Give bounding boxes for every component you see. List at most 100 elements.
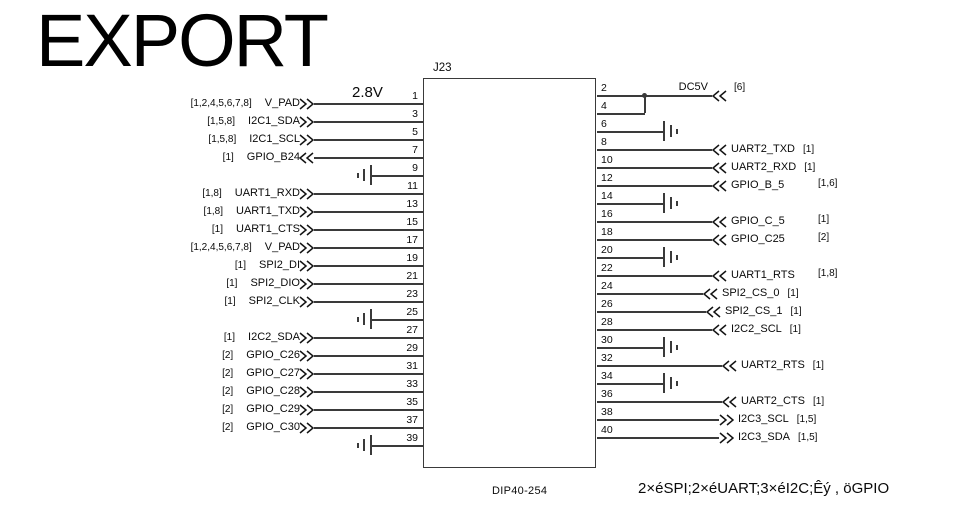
signal-label: GPIO_C27 (246, 367, 300, 379)
ground-symbol (663, 247, 680, 267)
signal-label: SPI2_DI (259, 259, 300, 271)
net-tag: [1] (802, 143, 815, 155)
pin-number: 2 (601, 82, 607, 94)
ground-bar (663, 373, 665, 393)
pin-wire (597, 329, 712, 331)
pin-wire (597, 113, 645, 115)
port-arrow-right-icon (299, 295, 315, 308)
pin-number: 4 (601, 100, 607, 112)
pin-number: 6 (601, 118, 607, 130)
pin-number: 27 (406, 324, 418, 336)
port-arrow-right-icon (719, 431, 735, 444)
signal-row: SPI2_CS_1[1] (725, 303, 963, 319)
pin-wire (597, 383, 663, 385)
net-tag: [1,5,8] (208, 133, 237, 145)
port-arrow-right-icon (299, 367, 315, 380)
connector-body (423, 78, 596, 468)
pin-number: 20 (601, 244, 613, 256)
pin-number: 14 (601, 190, 613, 202)
ground-bar (370, 309, 372, 329)
pin-number: 36 (601, 388, 613, 400)
pin-wire (597, 365, 722, 367)
port-arrow-right-icon (299, 385, 315, 398)
net-tag: [1] (812, 359, 824, 371)
pin-wire (597, 311, 706, 313)
schematic-title: EXPORT (36, 0, 329, 82)
pin-wire (597, 275, 712, 277)
port-arrow-right-icon (299, 331, 315, 344)
ground-bar (370, 165, 372, 185)
ground-bar (363, 169, 365, 181)
port-arrow-right-icon (299, 349, 315, 362)
port-arrow-right-icon (299, 241, 315, 254)
pin-number: 1 (412, 90, 418, 102)
pin-wire (314, 337, 423, 339)
net-tag: [2] (222, 349, 234, 361)
ground-bar (663, 247, 665, 267)
signal-label: UART2_TXD (731, 143, 795, 155)
signal-row: I2C3_SCL [1,5] (738, 411, 963, 427)
signal-label: GPIO_B_5 (731, 179, 785, 191)
pin-wire (314, 427, 423, 429)
junction-dot (642, 93, 647, 98)
ground-bar (363, 313, 365, 325)
signal-row: [1]SPI2_DI (100, 257, 300, 273)
pin-number: 33 (406, 378, 418, 390)
net-tag: [1,6] (818, 178, 838, 189)
port-arrow-right-icon (299, 223, 315, 236)
net-tag: [1,5] (797, 431, 818, 443)
signal-label: I2C2_SDA (248, 331, 300, 343)
signal-row: GPIO_C_5[1] (731, 213, 963, 229)
pin-wire (314, 247, 423, 249)
net-tag: [1] (787, 287, 799, 299)
ground-bar (670, 197, 672, 209)
pin-number: 8 (601, 136, 607, 148)
ground-bar (663, 121, 665, 141)
pin-number: 16 (601, 208, 613, 220)
net-tag: [1,2,4,5,6,7,8] (190, 241, 252, 253)
signal-label: SPI2_CLK (248, 295, 300, 307)
ground-bar (676, 380, 678, 386)
ground-bar (363, 439, 365, 451)
net-tag: [1] (818, 214, 830, 225)
net-tag: [1,2,4,5,6,7,8] (190, 97, 252, 109)
pin-number: 5 (412, 126, 418, 138)
signal-row: [1,2,4,5,6,7,8]V_PAD (100, 95, 300, 111)
ground-symbol (355, 309, 372, 329)
pin-number: 34 (601, 370, 613, 382)
pin-wire (314, 229, 423, 231)
net-tag: [1,5,8] (207, 115, 236, 127)
net-tag: [1,5] (796, 413, 817, 425)
port-arrow-left-icon (705, 305, 721, 318)
port-arrow-right-icon (719, 413, 735, 426)
port-arrow-left-icon (702, 287, 718, 300)
pin-wire (597, 401, 722, 403)
net-tag: [2] (222, 403, 234, 415)
signal-label: GPIO_C29 (246, 403, 300, 415)
signal-label: UART1_TXD (236, 205, 300, 217)
pin-number: 31 (406, 360, 418, 372)
port-arrow-right-icon (299, 133, 315, 146)
port-arrow-left-icon (711, 179, 727, 192)
ground-bar (670, 341, 672, 353)
power-net-label: 2.8V (352, 84, 383, 101)
signal-row: UART2_TXD [1] (731, 141, 963, 157)
net-tag: [2] (222, 421, 234, 433)
pin-number: 40 (601, 424, 613, 436)
signal-label: I2C1_SCL (249, 133, 300, 145)
signal-row: GPIO_B_5 [1,6] (731, 177, 963, 193)
pin-wire (597, 293, 703, 295)
pin-number: 19 (406, 252, 418, 264)
pin-number: 12 (601, 172, 613, 184)
pin-number: 39 (406, 432, 418, 444)
signal-label: I2C3_SCL (738, 413, 789, 425)
port-arrow-left-icon (711, 161, 727, 174)
signal-row: I2C3_SDA[1,5] (738, 429, 963, 445)
port-arrow-right-icon (299, 259, 315, 272)
signal-row: UART2_RTS[1] (741, 357, 963, 373)
signal-label: GPIO_C28 (246, 385, 300, 397)
package-label: DIP40-254 (492, 485, 548, 497)
pin-wire (597, 239, 712, 241)
signal-label: GPIO_C26 (246, 349, 300, 361)
